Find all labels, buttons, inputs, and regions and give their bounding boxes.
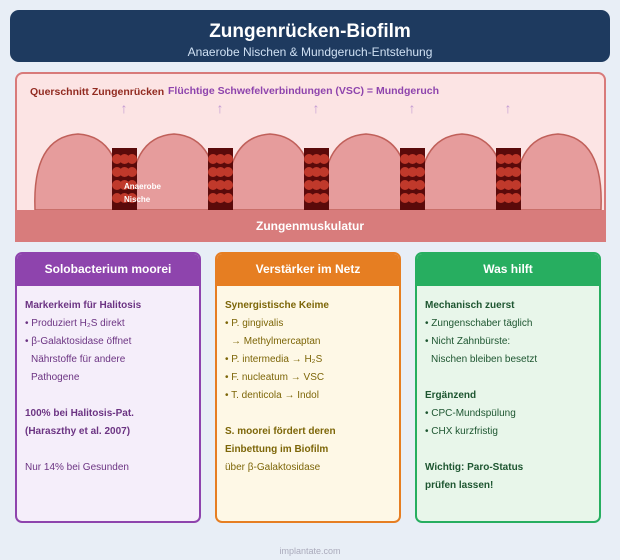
- niche-label-2: Nische: [124, 195, 151, 204]
- card-line: • CHX kurzfristig: [425, 426, 498, 437]
- card-line: Markerkeim für Halitosis: [25, 300, 142, 311]
- anaerobic-niche: [208, 148, 233, 214]
- card-line: • Produziert H₂S direkt: [25, 318, 125, 329]
- spacer: [225, 405, 391, 423]
- card-line: prüfen lassen!: [425, 480, 494, 491]
- section-label: Querschnitt Zungenrücken: [30, 86, 164, 98]
- muscle-label: Zungenmuskulatur: [256, 219, 364, 233]
- card-line: • Zungenschaber täglich: [425, 318, 533, 329]
- page-subtitle: Anaerobe Nischen & Mundgeruch-Entstehung: [187, 45, 433, 59]
- card-line: • Nicht Zahnbürste:: [425, 336, 511, 347]
- spacer: [25, 441, 191, 459]
- muscle-layer: [15, 210, 606, 242]
- tongue-cross-section-diagram: Querschnitt Zungenrücken Flüchtige Schwe…: [15, 72, 606, 242]
- card-line: Nur 14% bei Gesunden: [25, 462, 129, 473]
- vsc-label: Flüchtige Schwefelverbindungen (VSC) = M…: [168, 85, 439, 97]
- card-line: • β-Galaktosidase öffnet: [25, 336, 132, 347]
- card-line: über β-Galaktosidase: [225, 462, 321, 473]
- card-line: Nährstoffe für andere: [31, 354, 126, 365]
- card-title: Verstärker im Netz: [217, 254, 399, 286]
- anaerobic-niche: [400, 148, 425, 214]
- vsc-arrow-icon: ↑: [409, 100, 416, 116]
- spacer: [425, 441, 591, 459]
- card-line: 100% bei Halitosis-Pat.: [25, 408, 134, 419]
- card-title: Solobacterium moorei: [17, 254, 199, 286]
- card-title: Was hilft: [417, 254, 599, 286]
- anaerobic-niche: [304, 148, 329, 214]
- vsc-arrow-icon: ↑: [121, 100, 128, 116]
- card-line: Pathogene: [31, 372, 80, 383]
- card-line: Wichtig: Paro-Status: [425, 462, 524, 473]
- vsc-arrow-icon: ↑: [217, 100, 224, 116]
- spacer: [425, 369, 591, 387]
- card-line: • F. nucleatum → VSC: [225, 372, 325, 383]
- card-line: Synergistische Keime: [225, 300, 329, 311]
- header-banner: Zungenrücken-Biofilm Anaerobe Nischen & …: [10, 10, 610, 62]
- spacer: [25, 387, 191, 405]
- card-line: → Methylmercaptan: [231, 336, 321, 347]
- card-line: Nischen bleiben besetzt: [431, 354, 538, 365]
- card-line: • P. gingivalis: [225, 318, 284, 329]
- vsc-arrow-icon: ↑: [505, 100, 512, 116]
- anaerobic-niche: [112, 148, 137, 214]
- card-line: Mechanisch zuerst: [425, 300, 515, 311]
- card-line: Ergänzend: [425, 390, 477, 401]
- vsc-arrow-icon: ↑: [313, 100, 320, 116]
- footer-credit: implantate.com: [279, 546, 341, 556]
- page-title: Zungenrücken-Biofilm: [209, 21, 411, 42]
- card-line: S. moorei fördert deren: [225, 426, 336, 437]
- card-line: Einbettung im Biofilm: [225, 444, 329, 455]
- card-line: • T. denticola → Indol: [225, 390, 319, 401]
- anaerobic-niche: [496, 148, 521, 214]
- card-line: • P. intermedia → H₂S: [225, 354, 323, 365]
- card-line: • CPC-Mundspülung: [425, 408, 516, 419]
- niche-label-1: Anaerobe: [124, 182, 161, 191]
- card-line: (Haraszthy et al. 2007): [25, 426, 131, 437]
